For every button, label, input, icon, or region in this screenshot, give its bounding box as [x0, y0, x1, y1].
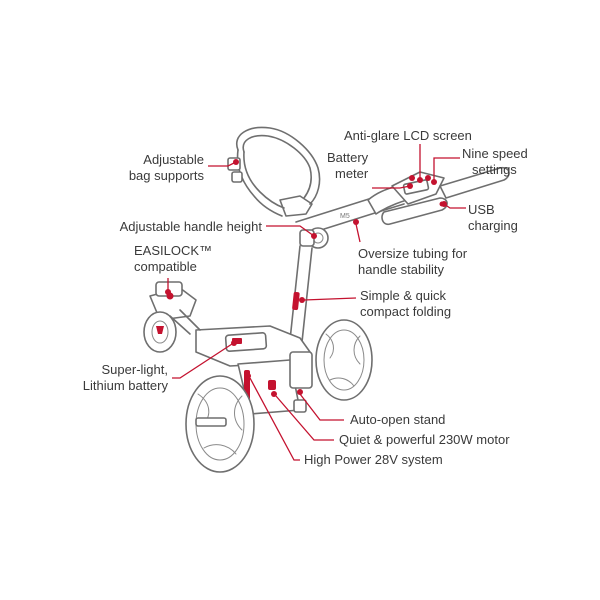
label-easilock-line1: EASILOCK™	[134, 243, 213, 258]
label-motor: Quiet & powerful 230W motor	[339, 432, 510, 447]
label-usb-charging-line1: USB	[468, 202, 495, 217]
label-compact-folding-line1: Simple & quick	[360, 288, 446, 303]
label-battery: Super-light, Lithium battery	[60, 362, 168, 394]
main-stem	[289, 245, 313, 343]
chassis	[195, 325, 313, 415]
label-nine-speed: Nine speed settings	[462, 146, 528, 178]
label-power-system: High Power 28V system	[304, 452, 443, 467]
label-battery-meter: Battery meter	[327, 150, 368, 182]
label-easilock-line2: compatible	[134, 259, 197, 274]
label-battery-meter-line1: Battery	[327, 150, 369, 165]
rear-wheel-left	[185, 375, 255, 473]
label-auto-open-stand: Auto-open stand	[350, 412, 446, 427]
label-battery-line1: Super-light,	[101, 362, 168, 377]
label-oversize-tubing: Oversize tubing for handle stability	[358, 246, 467, 278]
bag-support-loop	[227, 126, 321, 217]
leader-lines	[165, 144, 466, 461]
easilock-front-assembly	[143, 281, 201, 353]
label-oversize-tubing-line2: handle stability	[358, 262, 444, 277]
label-usb-charging: USB charging	[468, 202, 518, 234]
label-nine-speed-line1: Nine speed	[462, 146, 528, 161]
label-handle-height: Adjustable handle height	[119, 219, 262, 234]
label-oversize-tubing-line1: Oversize tubing for	[358, 246, 468, 261]
label-bag-supports-line1: Adjustable	[143, 152, 204, 167]
label-anti-glare-lcd: Anti-glare LCD screen	[344, 128, 472, 143]
label-nine-speed-line2: settings	[472, 162, 517, 177]
handle-mark: M5	[340, 213, 350, 220]
label-bag-supports-line2: bag supports	[128, 168, 204, 183]
label-battery-line2: Lithium battery	[82, 378, 168, 393]
label-compact-folding-line2: compact folding	[360, 304, 452, 319]
label-bag-supports: Adjustable bag supports	[100, 152, 204, 184]
label-easilock: EASILOCK™ compatible	[134, 243, 212, 275]
label-battery-meter-line2: meter	[335, 166, 369, 181]
label-usb-charging-line2: charging	[468, 218, 518, 233]
label-compact-folding: Simple & quick compact folding	[360, 288, 451, 320]
rear-wheel-right	[315, 319, 373, 401]
